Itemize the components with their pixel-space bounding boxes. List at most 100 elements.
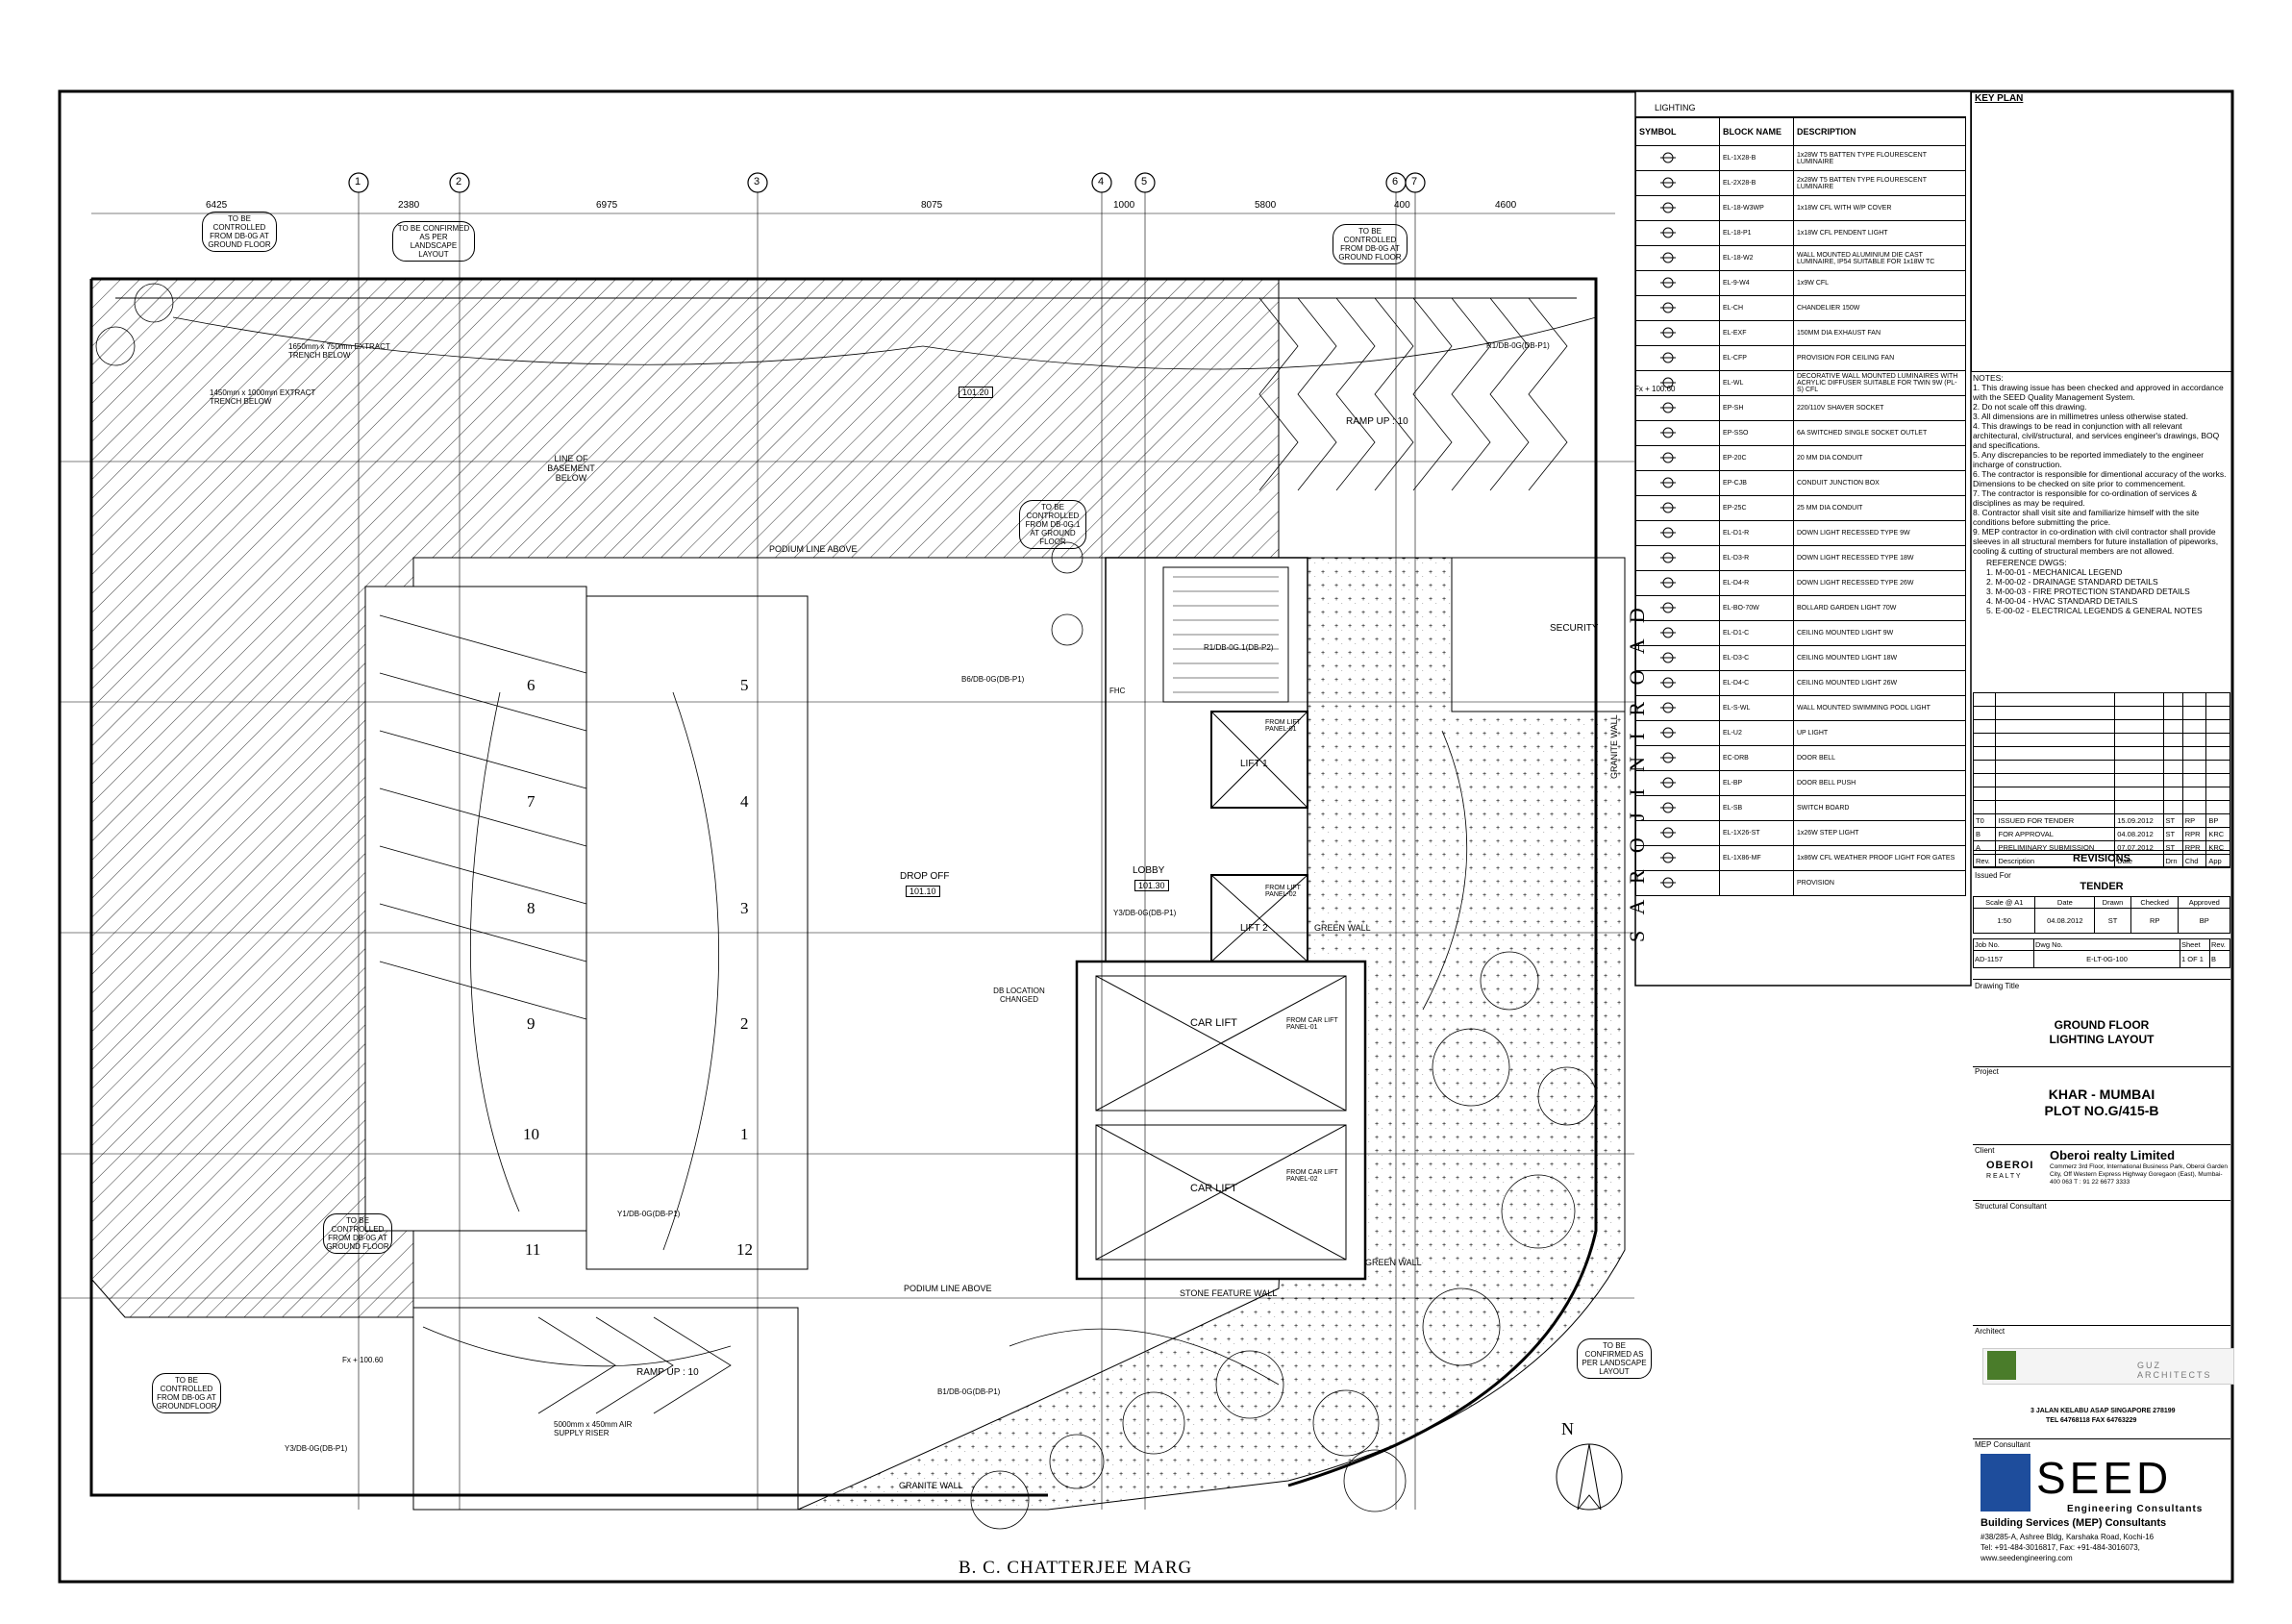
legend-symbol-icon xyxy=(1635,820,1720,846)
structural-block: Structural Consultant xyxy=(1973,1200,2230,1326)
dwg-no-value: E-LT-0G-100 xyxy=(2033,950,2180,968)
legend-header: SYMBOL xyxy=(1635,117,1720,146)
legend-description: DOOR BELL xyxy=(1793,745,1966,771)
notes-block: NOTES: 1. This drawing issue has been ch… xyxy=(1973,373,2230,615)
seed-logo-icon xyxy=(1981,1454,2030,1512)
legend-symbol-icon xyxy=(1635,870,1720,896)
legend-block-name: EL-CFP xyxy=(1719,345,1794,371)
scale-value: 1:50 xyxy=(1972,908,2036,934)
revision-cell: 15.09.2012 xyxy=(2114,813,2164,828)
issued-for-label: Issued For xyxy=(1975,871,2011,880)
dimension: 4600 xyxy=(1495,200,1517,211)
legend-block-name: EL-S-WL xyxy=(1719,695,1794,721)
mep-website: www.seedengineering.com xyxy=(1981,1554,2073,1562)
grid-label: 4 xyxy=(1098,176,1105,187)
parking-number: 3 xyxy=(740,899,749,917)
legend-title: LIGHTING xyxy=(1635,97,1966,117)
legend-block-name: EP-CJB xyxy=(1719,470,1794,496)
level-tag: 101.20 xyxy=(959,387,993,398)
revision-cell: 04.08.2012 xyxy=(2114,827,2164,841)
lighting-legend: LIGHTING SYMBOL BLOCK NAME DESCRIPTION E… xyxy=(1635,97,1966,896)
note-item: 3. All dimensions are in millimetres unl… xyxy=(1973,412,2188,421)
legend-header: DESCRIPTION xyxy=(1793,117,1966,146)
legend-description: CHANDELIER 150W xyxy=(1793,295,1966,321)
circuit-tag: Y1/DB-0G(DB-P1) xyxy=(617,1210,681,1218)
extract-trench-label: 1650mm x 750mm EXTRACT TRENCH BELOW xyxy=(288,342,390,360)
legend-symbol-icon xyxy=(1635,770,1720,796)
callout-note: TO BE CONTROLLED FROM DB-0G AT GROUNDFLO… xyxy=(152,1373,221,1413)
approved-label: Approved xyxy=(2178,896,2230,909)
legend-block-name: EL-1X26-ST xyxy=(1719,820,1794,846)
legend-symbol-icon xyxy=(1635,720,1720,746)
legend-block-name: EC-DRB xyxy=(1719,745,1794,771)
legend-symbol-icon xyxy=(1635,395,1720,421)
drawn-value: ST xyxy=(2094,908,2131,934)
legend-block-name: EL-D1-C xyxy=(1719,620,1794,646)
legend-block-name: EL-1X86-MF xyxy=(1719,845,1794,871)
revision-blank-row xyxy=(1972,706,2230,720)
legend-block-name: EP-SH xyxy=(1719,395,1794,421)
job-no-label: Job No. xyxy=(1973,938,2034,951)
legend-symbol-icon xyxy=(1635,570,1720,596)
legend-block-name: EL-D4-R xyxy=(1719,570,1794,596)
rev-label: Rev. xyxy=(2209,938,2230,951)
dimension: 1000 xyxy=(1113,200,1135,211)
mep-phone: Tel: +91-484-3016817, Fax: +91-484-30160… xyxy=(1981,1543,2140,1552)
legend-block-name: EL-U2 xyxy=(1719,720,1794,746)
car-lift-label: CAR LIFT xyxy=(1190,1183,1237,1194)
callout-note: TO BE CONTROLLED FROM DB-0G AT GROUND FL… xyxy=(202,212,277,252)
legend-description: CEILING MOUNTED LIGHT 18W xyxy=(1793,645,1966,671)
issued-for-value: TENDER xyxy=(2080,881,2124,892)
client-logo-sub: R E A L T Y xyxy=(1986,1173,2021,1180)
lift-2-label: LIFT 2 xyxy=(1240,923,1268,934)
basement-label: LINE OF BASEMENT BELOW xyxy=(547,454,595,483)
grid-label: 3 xyxy=(754,176,760,187)
revision-cell: ST xyxy=(2162,813,2183,828)
legend-symbol-icon xyxy=(1635,270,1720,296)
legend-block-name: EP-SSO xyxy=(1719,420,1794,446)
parking-number: 6 xyxy=(527,676,536,694)
client-address: Commerz 3rd Floor, International Busines… xyxy=(2050,1163,2228,1186)
podium-line-label: PODIUM LINE ABOVE xyxy=(904,1284,992,1293)
grid-label: 2 xyxy=(456,176,462,187)
north-label: N xyxy=(1561,1419,1574,1438)
issue-block: Issued For TENDER Scale @ A1 Date Drawn … xyxy=(1972,869,2230,977)
legend-block-name: EL-D4-C xyxy=(1719,670,1794,696)
podium-line-label: PODIUM LINE ABOVE xyxy=(769,544,858,554)
legend-block-name: EL-BP xyxy=(1719,770,1794,796)
legend-symbol-icon xyxy=(1635,670,1720,696)
callout-note: TO BE CONTROLLED FROM DB-0G.1 AT GROUND … xyxy=(1019,500,1086,549)
drawing-title-line2: LIGHTING LAYOUT xyxy=(2049,1033,2155,1046)
drop-off-level: 101.10 xyxy=(906,886,940,897)
callout-note: TO BE CONTROLLED FROM DB-0G AT GROUND FL… xyxy=(1333,224,1408,264)
client-name: Oberoi realty Limited xyxy=(2050,1148,2176,1162)
grid-label: 7 xyxy=(1411,176,1418,187)
legend-symbol-icon xyxy=(1635,795,1720,821)
grid-label: 6 xyxy=(1392,176,1399,187)
revision-cell: T0 xyxy=(1972,813,1997,828)
dimension: 6975 xyxy=(596,200,618,211)
scale-label: Scale @ A1 xyxy=(1972,896,2036,909)
legend-description: 150MM DIA EXHAUST FAN xyxy=(1793,320,1966,346)
note-item: 5. Any discrepancies to be reported imme… xyxy=(1973,450,2205,469)
note-item: 2. Do not scale off this drawing. xyxy=(1973,402,2087,412)
car-lift-label: CAR LIFT xyxy=(1190,1017,1237,1029)
legend-symbol-icon xyxy=(1635,695,1720,721)
legend-description: WALL MOUNTED ALUMINIUM DIE CAST LUMINAIR… xyxy=(1793,245,1966,271)
legend-symbol-icon xyxy=(1635,845,1720,871)
legend-block-name: EL-18-W2 xyxy=(1719,245,1794,271)
legend-symbol-icon xyxy=(1635,170,1720,196)
legend-description: UP LIGHT xyxy=(1793,720,1966,746)
